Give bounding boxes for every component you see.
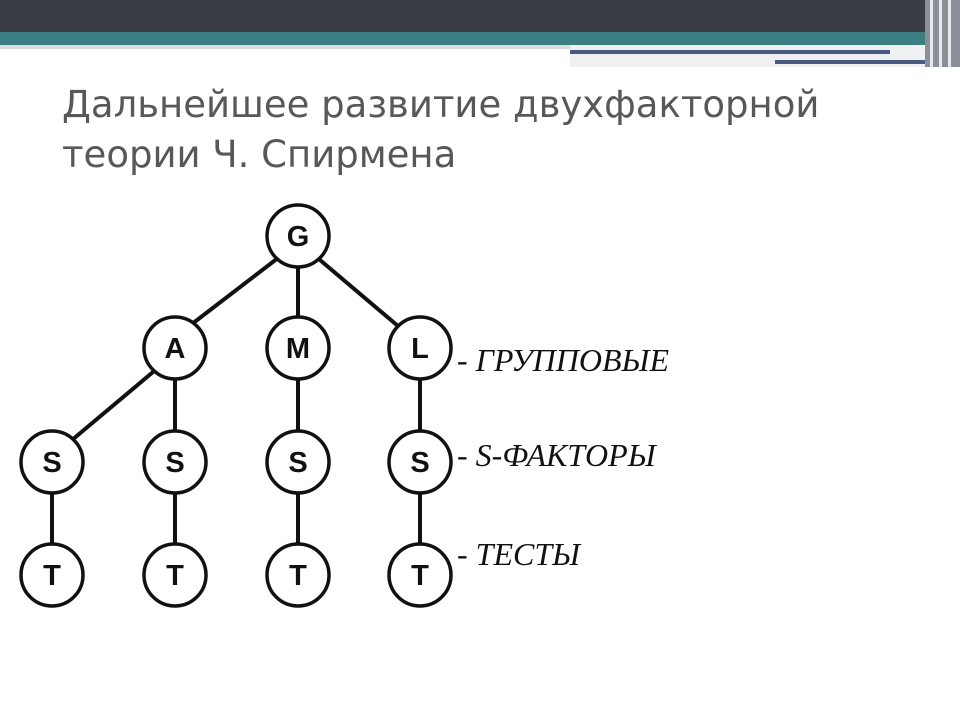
tree-node-labels: G A M L S S S S T T T T — [42, 221, 429, 592]
header-accent-line-1 — [570, 50, 890, 54]
node-s1-label: S — [42, 447, 61, 479]
node-a-label: A — [165, 333, 186, 365]
node-m-label: M — [286, 333, 310, 365]
node-s1 — [19, 429, 85, 495]
header-bar-dark — [0, 0, 960, 32]
node-m — [265, 315, 331, 381]
node-g — [265, 203, 331, 269]
node-g-label: G — [287, 221, 310, 253]
header-decoration — [0, 0, 960, 67]
header-bar-teal — [0, 32, 960, 45]
node-s3-label: S — [288, 447, 307, 479]
node-t2 — [142, 542, 208, 608]
header-accent-line-2 — [775, 60, 945, 64]
header-corner-stripe-1 — [930, 0, 933, 67]
node-s2-label: S — [165, 447, 184, 479]
node-s2 — [142, 429, 208, 495]
level-label-group-factors: - ГРУППОВЫЕ — [457, 342, 669, 378]
node-t4-label: T — [411, 560, 429, 592]
tree-nodes — [19, 203, 453, 608]
header-corner-stripe-2 — [939, 0, 942, 67]
node-t3 — [265, 542, 331, 608]
node-s4-label: S — [410, 447, 429, 479]
edge-g-l — [318, 258, 400, 328]
node-a — [142, 315, 208, 381]
slide-title-line-2: теории Ч. Спирмена — [62, 133, 457, 176]
level-label-tests: - ТЕСТЫ — [457, 536, 581, 572]
slide-title-line-1: Дальнейшее развитие двухфакторной — [62, 83, 820, 126]
tree-edges — [50, 256, 422, 546]
node-s3 — [265, 429, 331, 495]
factor-tree-diagram: G A M L S S S S T T T T — [19, 203, 453, 608]
edge-g-a — [186, 256, 280, 329]
node-l-label: L — [411, 333, 429, 365]
header-bar-light — [0, 45, 960, 49]
edge-a-s1 — [70, 370, 155, 442]
level-label-specific-factors: - S-ФАКТОРЫ — [457, 437, 656, 473]
node-s4 — [387, 429, 453, 495]
node-t4 — [387, 542, 453, 608]
node-t1 — [19, 542, 85, 608]
node-t3-label: T — [289, 560, 307, 592]
slide-title: Дальнейшее развитие двухфакторной теории… — [62, 80, 922, 180]
node-t2-label: T — [166, 560, 184, 592]
node-t1-label: T — [43, 560, 61, 592]
header-corner-stripe-3 — [948, 0, 951, 67]
node-l — [387, 315, 453, 381]
